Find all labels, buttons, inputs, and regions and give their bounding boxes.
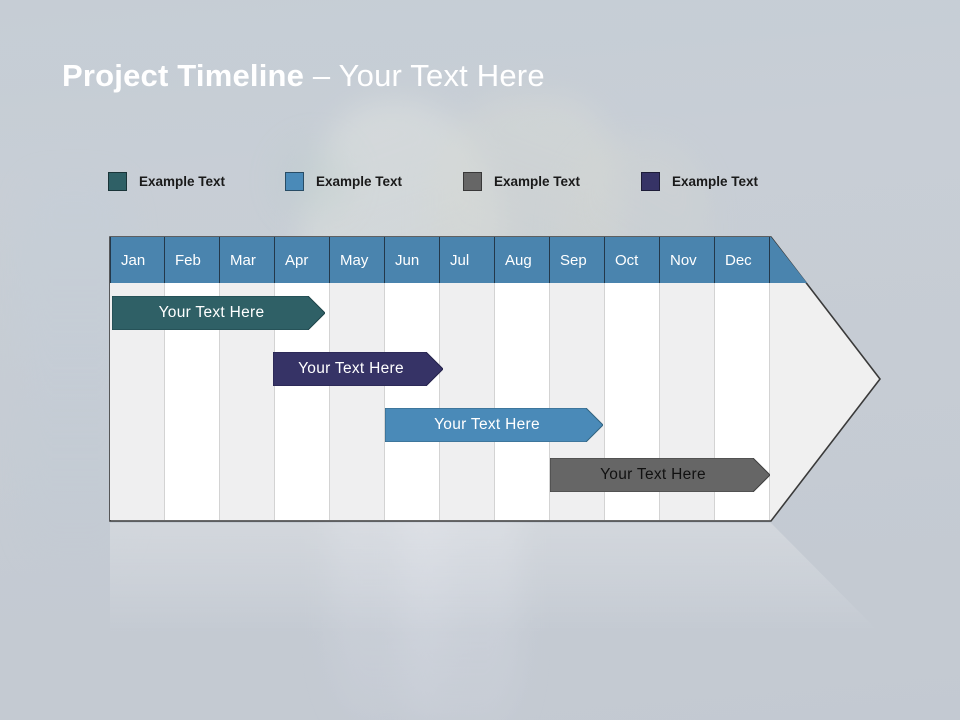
page-title: Project Timeline – Your Text Here (62, 58, 545, 94)
month-cell-aug[interactable]: Aug (495, 237, 550, 283)
legend-swatch-navy-icon (641, 171, 660, 191)
month-cell-feb[interactable]: Feb (165, 237, 220, 283)
legend-label-4: Example Text (672, 173, 759, 189)
task-bar-1-shape (112, 296, 325, 330)
task-bar-3-label: Your Text Here (434, 416, 540, 433)
legend: Example Text Example Text Example Text E… (108, 168, 828, 194)
legend-swatch-blue-icon (285, 171, 304, 191)
title-band (0, 0, 960, 112)
timeline-reflection (110, 523, 880, 633)
task-bar-3[interactable]: Your Text Here (385, 408, 603, 442)
task-bar-2-shape (273, 352, 443, 386)
task-bar-1[interactable]: Your Text Here (112, 296, 325, 330)
month-cell-sep[interactable]: Sep (550, 237, 605, 283)
page-title-bold: Project Timeline (62, 58, 305, 93)
month-cell-mar[interactable]: Mar (220, 237, 275, 283)
legend-item-2[interactable]: Example Text (285, 168, 402, 194)
legend-item-4[interactable]: Example Text (641, 168, 758, 194)
month-header-row: Jan Feb Mar Apr May Jun Jul Aug Sep Oct … (110, 237, 770, 283)
task-bar-4-label: Your Text Here (600, 466, 706, 483)
task-bar-4-shape (550, 458, 770, 492)
legend-label-3: Example Text (494, 173, 581, 189)
task-bar-4[interactable]: Your Text Here (550, 458, 770, 492)
task-bar-2-label: Your Text Here (298, 360, 404, 377)
body-column-jun (385, 283, 440, 520)
body-column-jul (440, 283, 495, 520)
legend-label-1: Example Text (139, 173, 226, 189)
month-cell-may[interactable]: May (330, 237, 385, 283)
legend-item-3[interactable]: Example Text (463, 168, 580, 194)
legend-swatch-teal-icon (108, 171, 127, 191)
page-title-rest: – Your Text Here (304, 58, 545, 93)
body-column-aug (495, 283, 550, 520)
month-cell-nov[interactable]: Nov (660, 237, 715, 283)
task-bar-2[interactable]: Your Text Here (273, 352, 443, 386)
legend-swatch-gray-icon (463, 171, 482, 191)
month-cell-oct[interactable]: Oct (605, 237, 660, 283)
month-cell-jun[interactable]: Jun (385, 237, 440, 283)
month-cell-jan[interactable]: Jan (110, 237, 165, 283)
month-cell-dec[interactable]: Dec (715, 237, 770, 283)
timeline-chart: Jan Feb Mar Apr May Jun Jul Aug Sep Oct … (109, 236, 881, 522)
month-cell-jul[interactable]: Jul (440, 237, 495, 283)
task-bar-3-shape (385, 408, 603, 442)
legend-label-2: Example Text (316, 173, 403, 189)
timeline-bars: Your Text Here Your Text Here Your Text … (109, 236, 881, 522)
task-bar-1-label: Your Text Here (158, 304, 265, 321)
month-cell-apr[interactable]: Apr (275, 237, 330, 283)
legend-item-1[interactable]: Example Text (108, 168, 225, 194)
body-column-may (330, 283, 385, 520)
